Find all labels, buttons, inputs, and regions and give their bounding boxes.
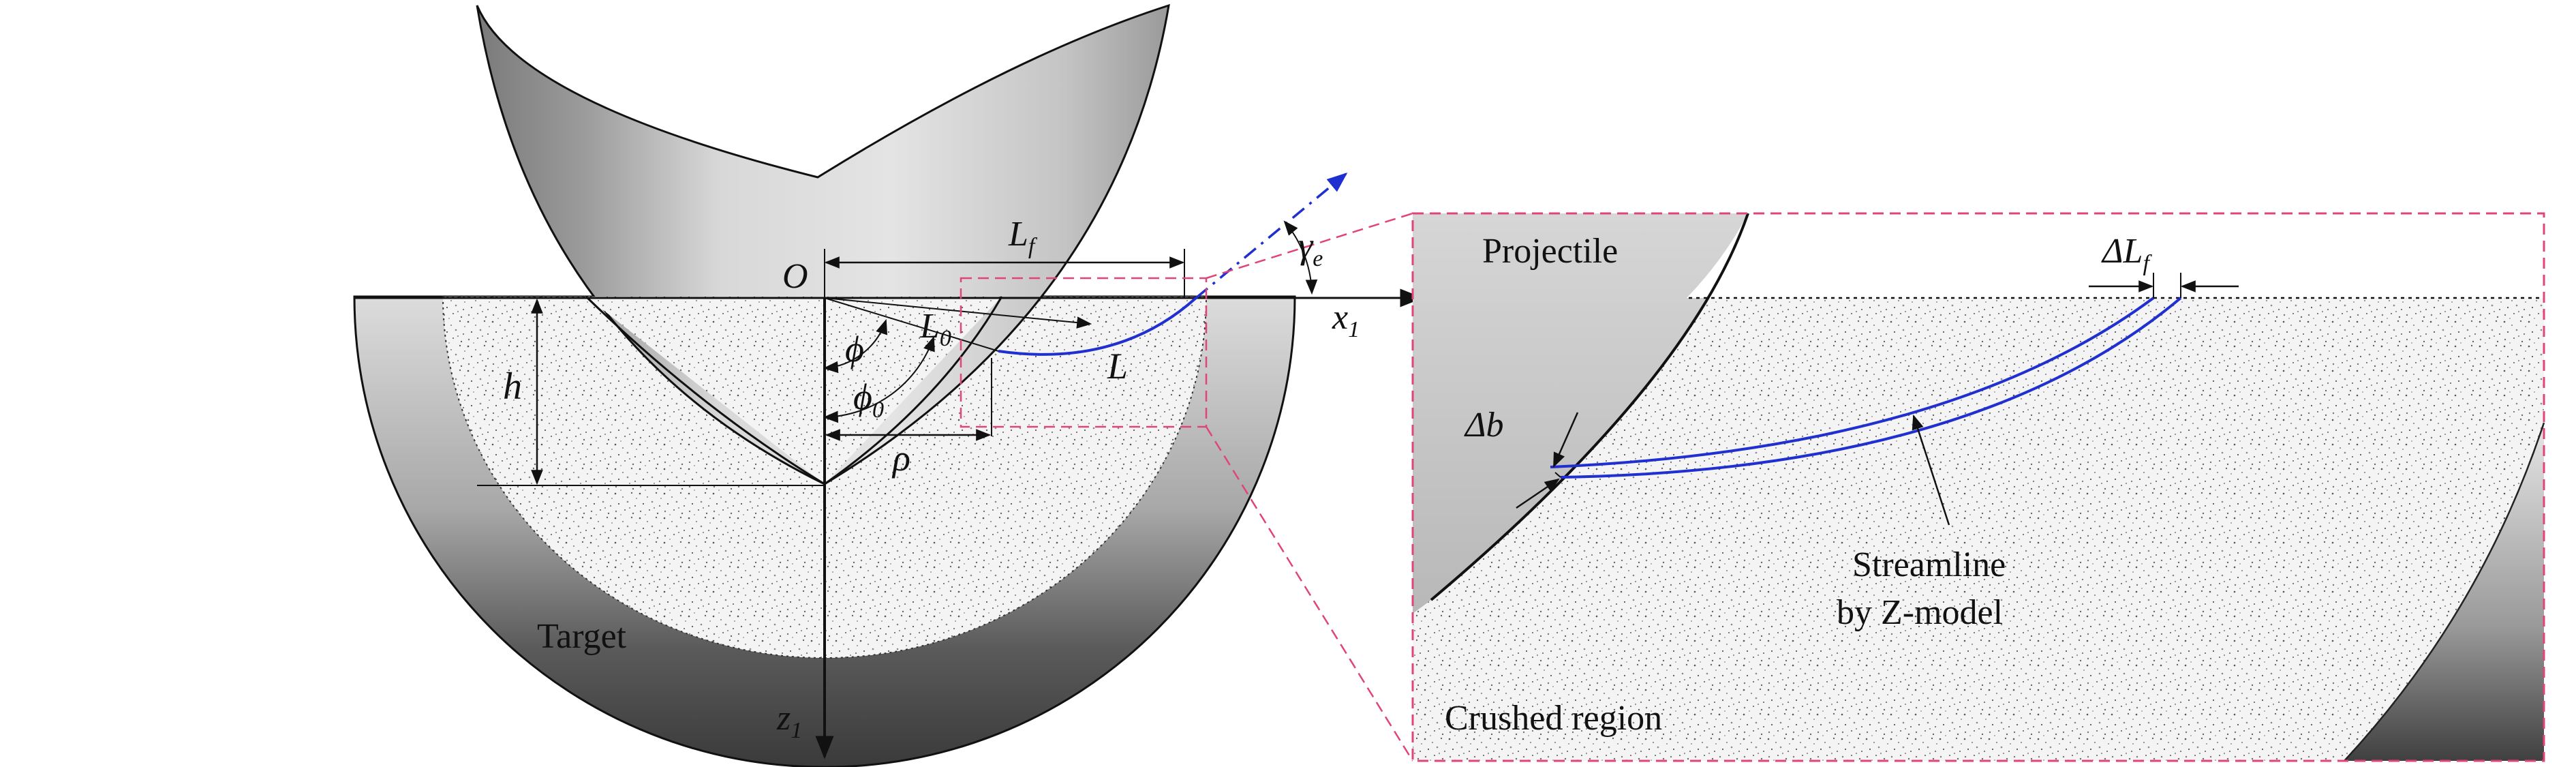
x-axis-label: x1 <box>1332 298 1360 342</box>
inset-streamline-lower <box>1560 297 2182 479</box>
l-ray <box>824 297 1092 329</box>
h-label: h <box>503 365 522 408</box>
origin-label: O <box>782 257 808 296</box>
inset-streamline-tick <box>1554 472 1561 478</box>
phi-label: ϕ <box>845 329 864 370</box>
streamline-pointer <box>1912 414 1950 526</box>
inset-streamline-upper <box>1550 297 2155 468</box>
streamline-label-line2: by Z-model <box>1837 593 2003 632</box>
inset-target <box>2344 423 2544 761</box>
delta-b-label: Δb <box>1464 406 1504 445</box>
delta-lf-label: ΔLf <box>2101 232 2152 276</box>
inset-border <box>1411 212 2545 762</box>
delta-b-arrow-bottom <box>1516 478 1560 509</box>
projectile-body <box>476 3 1170 485</box>
gamma-arc <box>1283 220 1318 295</box>
projectile-label: Projectile <box>1482 232 1618 271</box>
delta-b-arrow-top <box>1552 412 1579 468</box>
callout-line-top <box>1206 212 1413 280</box>
z-axis-label: z1 <box>776 699 802 743</box>
gamma-label: γe <box>1298 225 1323 271</box>
l-label: L <box>1107 346 1128 387</box>
inset-content <box>1413 213 2544 761</box>
rho-label: ρ <box>891 438 910 479</box>
streamline-main <box>998 297 1197 356</box>
crushed-region-label: Crushed region <box>1445 699 1662 738</box>
inset-target-edge <box>2344 422 2545 762</box>
target-label: Target <box>537 617 627 656</box>
streamline-ejection <box>1195 172 1348 299</box>
l0-label: L0 <box>919 307 951 351</box>
inset-projectile-edge <box>1430 213 1749 601</box>
streamline-label-line1: Streamline <box>1852 545 2006 584</box>
phi0-label: ϕ0 <box>853 376 884 423</box>
inset-air <box>1687 213 2544 298</box>
callout-box-main <box>960 277 1208 428</box>
callout-line-bottom <box>1205 426 1414 762</box>
phi0-arc <box>823 335 935 423</box>
inset-projectile <box>1413 213 1748 614</box>
l0-ray <box>824 297 999 352</box>
